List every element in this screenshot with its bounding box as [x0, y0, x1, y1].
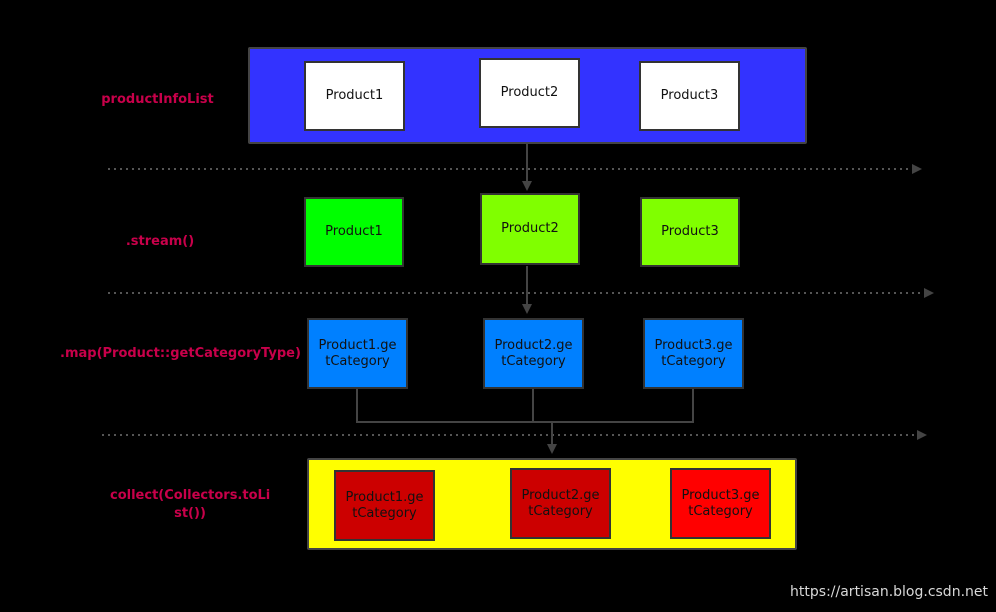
- collect-box-3: Product3.ge tCategory: [670, 468, 771, 539]
- stream-box-3: Product3: [640, 197, 740, 267]
- product-box-3: Product3: [639, 61, 740, 131]
- map-box-1: Product1.ge tCategory: [307, 318, 408, 389]
- merge-connector: [356, 389, 694, 423]
- map-box-3: Product3.ge tCategory: [643, 318, 744, 389]
- product-box-2: Product2: [479, 58, 580, 128]
- stream-box-2: Product2: [480, 193, 580, 265]
- stage-label-collect: collect(Collectors.toLi st()): [110, 488, 271, 521]
- map-box-2: Product2.ge tCategory: [483, 318, 584, 389]
- stage-label-map: .map(Product::getCategoryType): [60, 346, 301, 361]
- collect-box-2: Product2.ge tCategory: [510, 468, 611, 539]
- product-box-1: Product1: [304, 61, 405, 131]
- stream-box-1: Product1: [304, 197, 404, 267]
- stage-label-stream: .stream(): [125, 234, 195, 249]
- watermark: https://artisan.blog.csdn.net: [790, 584, 988, 600]
- stage-label-product-info-list: productInfoList: [101, 92, 214, 107]
- collect-box-1: Product1.ge tCategory: [334, 470, 435, 541]
